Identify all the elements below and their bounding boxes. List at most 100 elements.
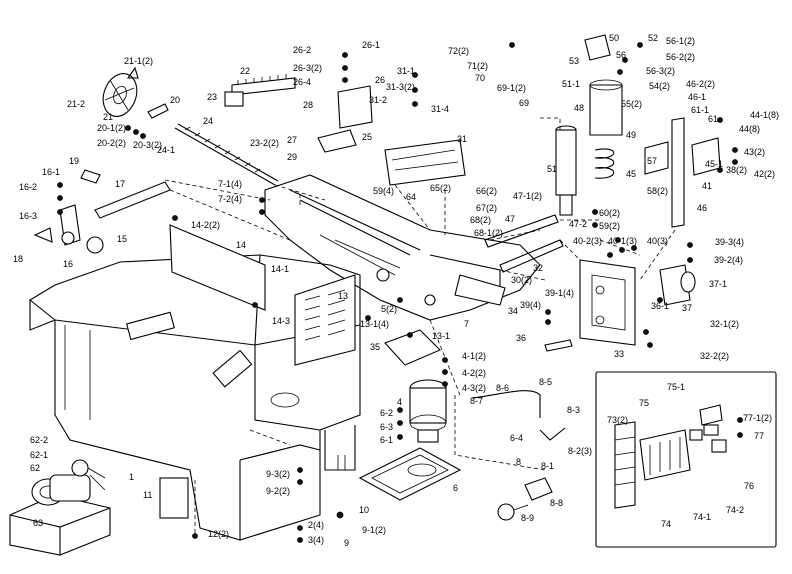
part-label: 56 bbox=[616, 50, 627, 60]
part-label: 62-2 bbox=[30, 435, 49, 445]
part-label: 53 bbox=[569, 56, 580, 66]
part-label: 2(4) bbox=[308, 520, 325, 530]
part-label: 12(2) bbox=[208, 529, 230, 539]
part-label: 46-1 bbox=[688, 92, 707, 102]
part-label: 16 bbox=[63, 259, 74, 269]
part-label: 4 bbox=[397, 397, 403, 407]
part-label: 21-2 bbox=[67, 99, 86, 109]
part-label: 73(2) bbox=[607, 415, 629, 425]
part-label: 21-1(2) bbox=[124, 56, 154, 66]
vertical-column bbox=[644, 117, 721, 228]
part-label: 63 bbox=[33, 518, 44, 528]
part-label: 6-4 bbox=[510, 433, 524, 443]
coolant-pump bbox=[409, 379, 447, 443]
blade-guard bbox=[384, 139, 466, 186]
part-label: 31-1 bbox=[397, 66, 416, 76]
part-label: 76 bbox=[744, 481, 755, 491]
part-label: 9 bbox=[344, 538, 350, 548]
part-label: 69 bbox=[519, 98, 530, 108]
part-label: 6-1 bbox=[380, 435, 394, 445]
part-label: 16-1 bbox=[42, 167, 61, 177]
part-label: 27 bbox=[287, 135, 298, 145]
part-label: 20-3(2) bbox=[133, 140, 163, 150]
part-label: 34 bbox=[508, 306, 519, 316]
part-label: 75 bbox=[639, 398, 650, 408]
assembly-lines bbox=[164, 117, 676, 535]
part-label: 72(2) bbox=[448, 46, 470, 56]
part-label: 47-2 bbox=[569, 219, 588, 229]
part-label: 69-1(2) bbox=[497, 83, 527, 93]
part-label: 36 bbox=[516, 333, 527, 343]
cover-panel bbox=[169, 224, 266, 311]
part-label: 41 bbox=[702, 181, 713, 191]
part-label: 68-1(2) bbox=[474, 228, 504, 238]
part-label: 24-1 bbox=[157, 145, 176, 155]
part-label: 18 bbox=[13, 254, 24, 264]
part-label: 4-2(2) bbox=[462, 368, 487, 378]
part-label: 38(2) bbox=[726, 165, 748, 175]
part-label: 9-1(2) bbox=[362, 525, 387, 535]
coolant-tank bbox=[358, 447, 462, 501]
part-label: 45-1 bbox=[705, 159, 724, 169]
part-label: 13-1(4) bbox=[360, 319, 390, 329]
part-label: 42(2) bbox=[754, 169, 776, 179]
part-label: 62 bbox=[30, 463, 41, 473]
part-label: 26-1 bbox=[362, 40, 381, 50]
part-label: 14-3 bbox=[272, 316, 291, 326]
part-label: 14-2(2) bbox=[191, 220, 221, 230]
part-label: 31-4 bbox=[431, 104, 450, 114]
part-label: 31-3(2) bbox=[386, 82, 416, 92]
part-label: 10 bbox=[359, 505, 370, 515]
gear-motor bbox=[659, 264, 696, 306]
part-label: 16-2 bbox=[19, 182, 38, 192]
part-label: 47-1(2) bbox=[513, 191, 543, 201]
part-label: 74 bbox=[661, 519, 672, 529]
part-label: 21 bbox=[103, 112, 114, 122]
part-label: 54(2) bbox=[649, 81, 671, 91]
part-label: 32-1(2) bbox=[710, 319, 740, 329]
part-label: 56-1(2) bbox=[666, 36, 696, 46]
part-label: 8-3 bbox=[567, 405, 581, 415]
part-label: 7-2(4) bbox=[218, 194, 243, 204]
part-label: 23-2(2) bbox=[250, 138, 280, 148]
part-label: 46 bbox=[697, 203, 708, 213]
part-label: 39-2(4) bbox=[714, 255, 744, 265]
part-label: 44-1(8) bbox=[750, 110, 780, 120]
part-label: 39-1(4) bbox=[545, 288, 575, 298]
part-label: 39(4) bbox=[520, 300, 542, 310]
part-label: 16-3 bbox=[19, 211, 38, 221]
part-label: 14-1 bbox=[271, 264, 290, 274]
part-label: 61 bbox=[708, 114, 719, 124]
part-label: 77 bbox=[754, 431, 765, 441]
part-label: 31-2 bbox=[369, 95, 388, 105]
part-label: 9-2(2) bbox=[266, 486, 291, 496]
part-label: 50 bbox=[609, 33, 620, 43]
part-label: 26-2 bbox=[293, 45, 312, 55]
part-label: 40-2(3) bbox=[573, 236, 603, 246]
part-label: 60(2) bbox=[599, 208, 621, 218]
part-label: 59(4) bbox=[373, 186, 395, 196]
part-label: 13-1 bbox=[432, 331, 451, 341]
part-label: 20-1(2) bbox=[97, 123, 127, 133]
part-label: 39-3(4) bbox=[715, 237, 745, 247]
part-label: 1 bbox=[129, 472, 135, 482]
part-label: 26-4 bbox=[293, 77, 312, 87]
part-label: 26 bbox=[375, 75, 386, 85]
part-label: 8-2(3) bbox=[568, 446, 593, 456]
part-label: 14 bbox=[236, 240, 247, 250]
fasteners bbox=[57, 42, 743, 543]
part-label: 33 bbox=[614, 349, 625, 359]
part-label: 20 bbox=[170, 95, 181, 105]
part-label: 61-1 bbox=[691, 105, 710, 115]
guide-block bbox=[317, 129, 357, 153]
part-label: 67(2) bbox=[476, 203, 498, 213]
part-label: 5(2) bbox=[381, 304, 398, 314]
part-label: 7-1(4) bbox=[218, 179, 243, 189]
shafts bbox=[484, 214, 573, 352]
part-label: 31 bbox=[457, 134, 468, 144]
part-label: 19 bbox=[69, 156, 80, 166]
part-label: 58(2) bbox=[647, 186, 669, 196]
plate bbox=[337, 85, 373, 129]
part-label: 68(2) bbox=[470, 215, 492, 225]
